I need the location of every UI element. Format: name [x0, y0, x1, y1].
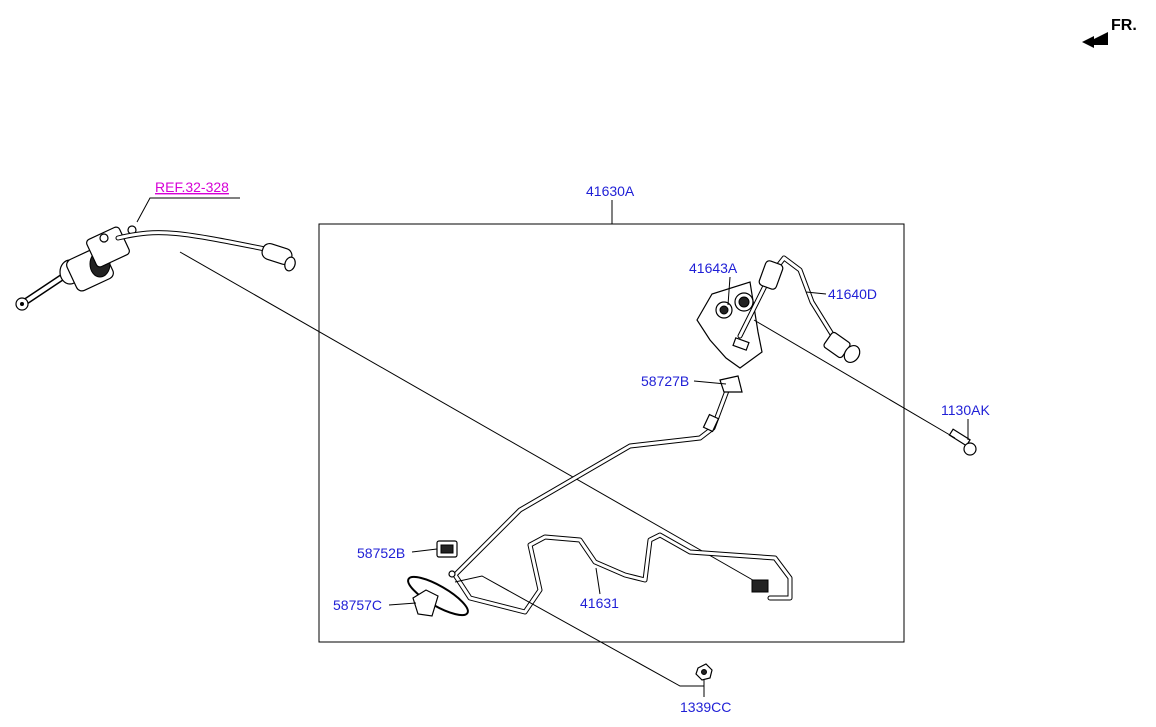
- front-direction-arrow-icon: [1082, 32, 1108, 48]
- reference-leader: [136, 197, 240, 223]
- hose-41640D: [737, 255, 861, 363]
- front-label: FR.: [1111, 17, 1137, 34]
- clutch-tube-41631: [448, 385, 793, 615]
- svg-text:58752B: 58752B: [357, 545, 405, 561]
- svg-text:58757C: 58757C: [333, 597, 382, 613]
- front-direction-indicator: FR.: [1082, 17, 1137, 48]
- clip-58752B: [436, 540, 458, 558]
- svg-text:1339CC: 1339CC: [680, 699, 731, 715]
- assembly-frame: [318, 223, 905, 643]
- bolt-1130AK: [948, 428, 977, 456]
- master-cylinder: [15, 225, 296, 311]
- svg-text:1130AK: 1130AK: [941, 402, 990, 418]
- part-label-58727B[interactable]: 58727B: [641, 373, 727, 389]
- ref-connection-leader: [179, 251, 759, 584]
- part-label-58757C[interactable]: 58757C: [333, 597, 417, 613]
- part-label-41643A[interactable]: 41643A: [689, 260, 738, 306]
- part-label-1339CC[interactable]: 1339CC: [454, 575, 731, 715]
- svg-text:41640D: 41640D: [828, 286, 877, 302]
- part-label-1130AK[interactable]: 1130AK: [753, 319, 990, 440]
- bracket-41643A: [696, 281, 763, 369]
- clip-58727B: [719, 375, 743, 393]
- assembly-label[interactable]: 41630A: [586, 183, 635, 199]
- part-label-58752B[interactable]: 58752B: [357, 545, 438, 561]
- svg-text:41643A: 41643A: [689, 260, 738, 276]
- svg-text:58727B: 58727B: [641, 373, 689, 389]
- reference-label[interactable]: REF.32-328: [155, 179, 229, 195]
- svg-text:41631: 41631: [580, 595, 619, 611]
- nut-1339CC: [695, 663, 713, 681]
- bracket-58757C: [412, 589, 439, 617]
- part-label-41631[interactable]: 41631: [580, 567, 619, 611]
- part-label-41640D[interactable]: 41640D: [805, 286, 877, 302]
